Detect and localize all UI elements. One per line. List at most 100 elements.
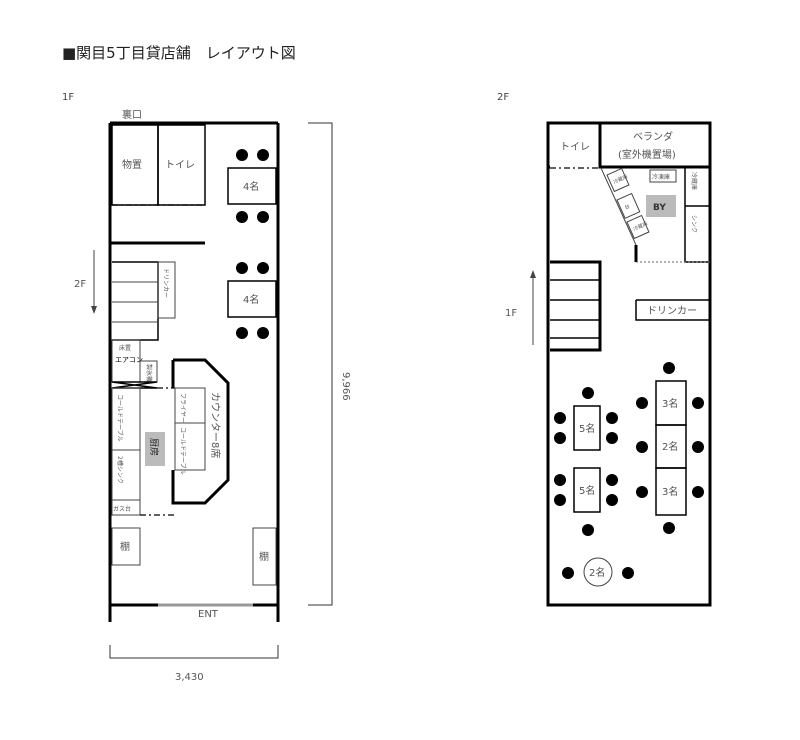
by-label: BY	[653, 203, 666, 213]
storage-label: 物置	[122, 158, 142, 171]
table-5-seat	[573, 467, 601, 513]
veranda-wall	[548, 123, 710, 169]
veranda-sub-label: (室外機置場)	[618, 148, 676, 161]
shelf-label: 棚	[259, 550, 269, 563]
aircon-floor-label: 床置	[119, 344, 131, 352]
seat-dot	[606, 474, 618, 486]
seat-dot	[636, 486, 648, 498]
seat-dot	[636, 397, 648, 409]
seat-dot	[606, 494, 618, 506]
angled-counter	[600, 167, 637, 246]
seat-dot	[663, 362, 675, 374]
seat-dot	[622, 567, 634, 579]
veranda-label: ベランダ	[633, 130, 673, 143]
freezer	[649, 169, 677, 183]
ice-machine-label: 製氷機	[145, 364, 153, 382]
shelf-left	[111, 527, 141, 566]
toilet-label: トイレ	[165, 160, 195, 171]
table-3-seat	[655, 467, 687, 516]
arrow-down-icon	[91, 306, 97, 314]
kitchen-marker	[145, 432, 165, 466]
table-label: 3名	[662, 485, 678, 498]
counter	[171, 358, 230, 505]
table-5-seat	[573, 405, 601, 451]
round-table	[583, 557, 613, 587]
floor2-label: 2F	[497, 92, 509, 103]
aircon-label: エアコン	[115, 356, 143, 364]
stairs-label: 2F	[74, 279, 86, 290]
freezer-label: 冷凍庫	[652, 173, 670, 181]
drinker-label: ドリンカー	[647, 305, 697, 317]
counter-label: カウンター8席	[209, 392, 222, 458]
table-label: 4名	[243, 180, 259, 193]
gas-stove	[111, 499, 141, 516]
page-title: ■関目5丁目貸店舗 レイアウト図	[62, 44, 296, 62]
cold-table-2-label: コールドテーブル	[179, 427, 187, 475]
svg-text:台: 台	[624, 203, 631, 211]
entrance-label[interactable]: ENT	[198, 609, 219, 620]
table-label: 2名	[662, 440, 678, 453]
toilet-label: トイレ	[560, 142, 590, 153]
seat-dot	[236, 211, 248, 223]
table-label: 2名	[589, 566, 605, 579]
small-table: 台	[616, 192, 641, 219]
seat-dot	[582, 524, 594, 536]
arrow-up-icon	[530, 270, 536, 278]
seat-dot	[692, 486, 704, 498]
kitchen-label: 厨房	[148, 438, 160, 456]
floor-2: 2F トイレ ベランダ (室外機置場) 冷凍庫 冷蔵庫 シンク BY 冷蔵庫 台…	[497, 92, 712, 607]
table-label: 4名	[243, 293, 259, 306]
fridge-b: 冷蔵庫	[626, 214, 650, 240]
walls-1f	[108, 121, 280, 622]
seat-dot	[257, 262, 269, 274]
sink-label: 2槽シンク	[116, 456, 124, 484]
seat-dot	[692, 397, 704, 409]
toilet-1f	[157, 124, 206, 206]
width-dimension	[109, 645, 279, 659]
cold-table-label: コールドテーブル	[116, 394, 124, 442]
table-label: 5名	[579, 484, 595, 497]
floor-1: 1F 裏口 物置 トイレ 4名 4名 ドリンカー 2F 床置 エアコン 製氷機 …	[62, 92, 351, 683]
seat-dot	[692, 441, 704, 453]
by-marker	[646, 195, 676, 217]
seat-dot	[606, 412, 618, 424]
height-dimension	[308, 122, 333, 606]
shelf-label: 棚	[120, 540, 130, 553]
seat-dot	[554, 474, 566, 486]
fryer-label: フライヤー	[179, 393, 186, 423]
seat-dot	[554, 432, 566, 444]
table-label: 5名	[579, 422, 595, 435]
shelf-right	[252, 527, 277, 586]
walls-2f	[546, 121, 712, 607]
height-dimension-label: 9,966	[340, 372, 351, 401]
seat-dot	[257, 149, 269, 161]
seats-1f	[236, 149, 269, 339]
drinker-2f	[635, 299, 710, 321]
seat-dot	[236, 262, 248, 274]
fridge-label: 冷蔵庫	[690, 172, 698, 190]
stairs-label: 1F	[505, 308, 517, 319]
seat-dot	[236, 149, 248, 161]
back-door-label: 裏口	[122, 108, 142, 121]
cross-partition	[111, 381, 158, 389]
table-label: 3名	[662, 397, 678, 410]
floor1-label: 1F	[62, 92, 74, 103]
seat-dot	[636, 441, 648, 453]
gas-label: ガス台	[113, 505, 131, 513]
svg-text:冷蔵庫: 冷蔵庫	[612, 173, 629, 186]
svg-text:冷蔵庫: 冷蔵庫	[632, 220, 649, 233]
seat-dot	[236, 327, 248, 339]
seat-dot	[663, 522, 675, 534]
seat-dot	[554, 494, 566, 506]
width-dimension-label: 3,430	[175, 672, 204, 683]
seat-dot	[257, 327, 269, 339]
seat-dot	[582, 387, 594, 399]
seat-dot	[257, 211, 269, 223]
seats-2f	[554, 362, 704, 579]
drinker-1f	[157, 261, 176, 319]
stairs-2f	[550, 260, 602, 352]
drinker-label: ドリンカー	[162, 268, 169, 298]
stairs-1f	[112, 261, 159, 341]
cold-table-2	[174, 422, 206, 471]
